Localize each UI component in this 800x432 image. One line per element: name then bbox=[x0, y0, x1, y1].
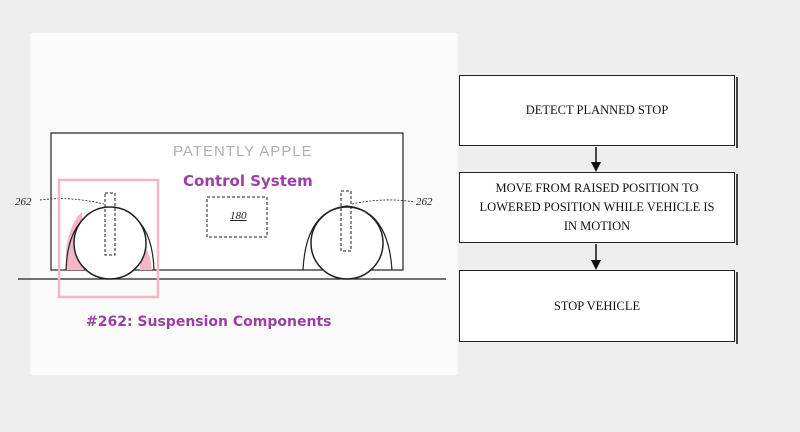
arrow-head-2 bbox=[591, 260, 601, 270]
figure-caption: #262: Suspension Components bbox=[86, 314, 332, 330]
control-system-box bbox=[206, 196, 268, 238]
box-shadow-3 bbox=[736, 272, 738, 344]
flow-step-label: MOVE FROM RAISED POSITION TO LOWERED POS… bbox=[479, 181, 715, 233]
box-shadow-1 bbox=[736, 77, 738, 148]
flow-step-lower-vehicle: MOVE FROM RAISED POSITION TO LOWERED POS… bbox=[459, 172, 735, 243]
watermark: PATENTLY APPLE bbox=[173, 143, 313, 160]
box-shadow-2 bbox=[736, 174, 738, 245]
wheel-right bbox=[310, 206, 384, 280]
arrow-head-1 bbox=[591, 162, 601, 172]
highlight-frame bbox=[57, 178, 160, 299]
flow-step-stop-vehicle: STOP VEHICLE bbox=[459, 270, 735, 342]
suspension-component-left bbox=[104, 192, 116, 256]
wheel-well-right bbox=[302, 205, 393, 271]
reference-180: 180 bbox=[230, 210, 247, 222]
leader-line-right bbox=[351, 199, 415, 205]
suspension-component-right bbox=[340, 190, 352, 252]
reference-262-right: 262 bbox=[416, 196, 433, 208]
reference-262-left: 262 bbox=[15, 196, 32, 208]
wheel-left bbox=[73, 206, 147, 280]
flow-step-label: DETECT PLANNED STOP bbox=[525, 103, 669, 117]
flow-step-detect-planned-stop: DETECT PLANNED STOP bbox=[459, 75, 735, 146]
flow-step-label: STOP VEHICLE bbox=[553, 298, 641, 313]
control-system-label: Control System bbox=[183, 172, 313, 190]
